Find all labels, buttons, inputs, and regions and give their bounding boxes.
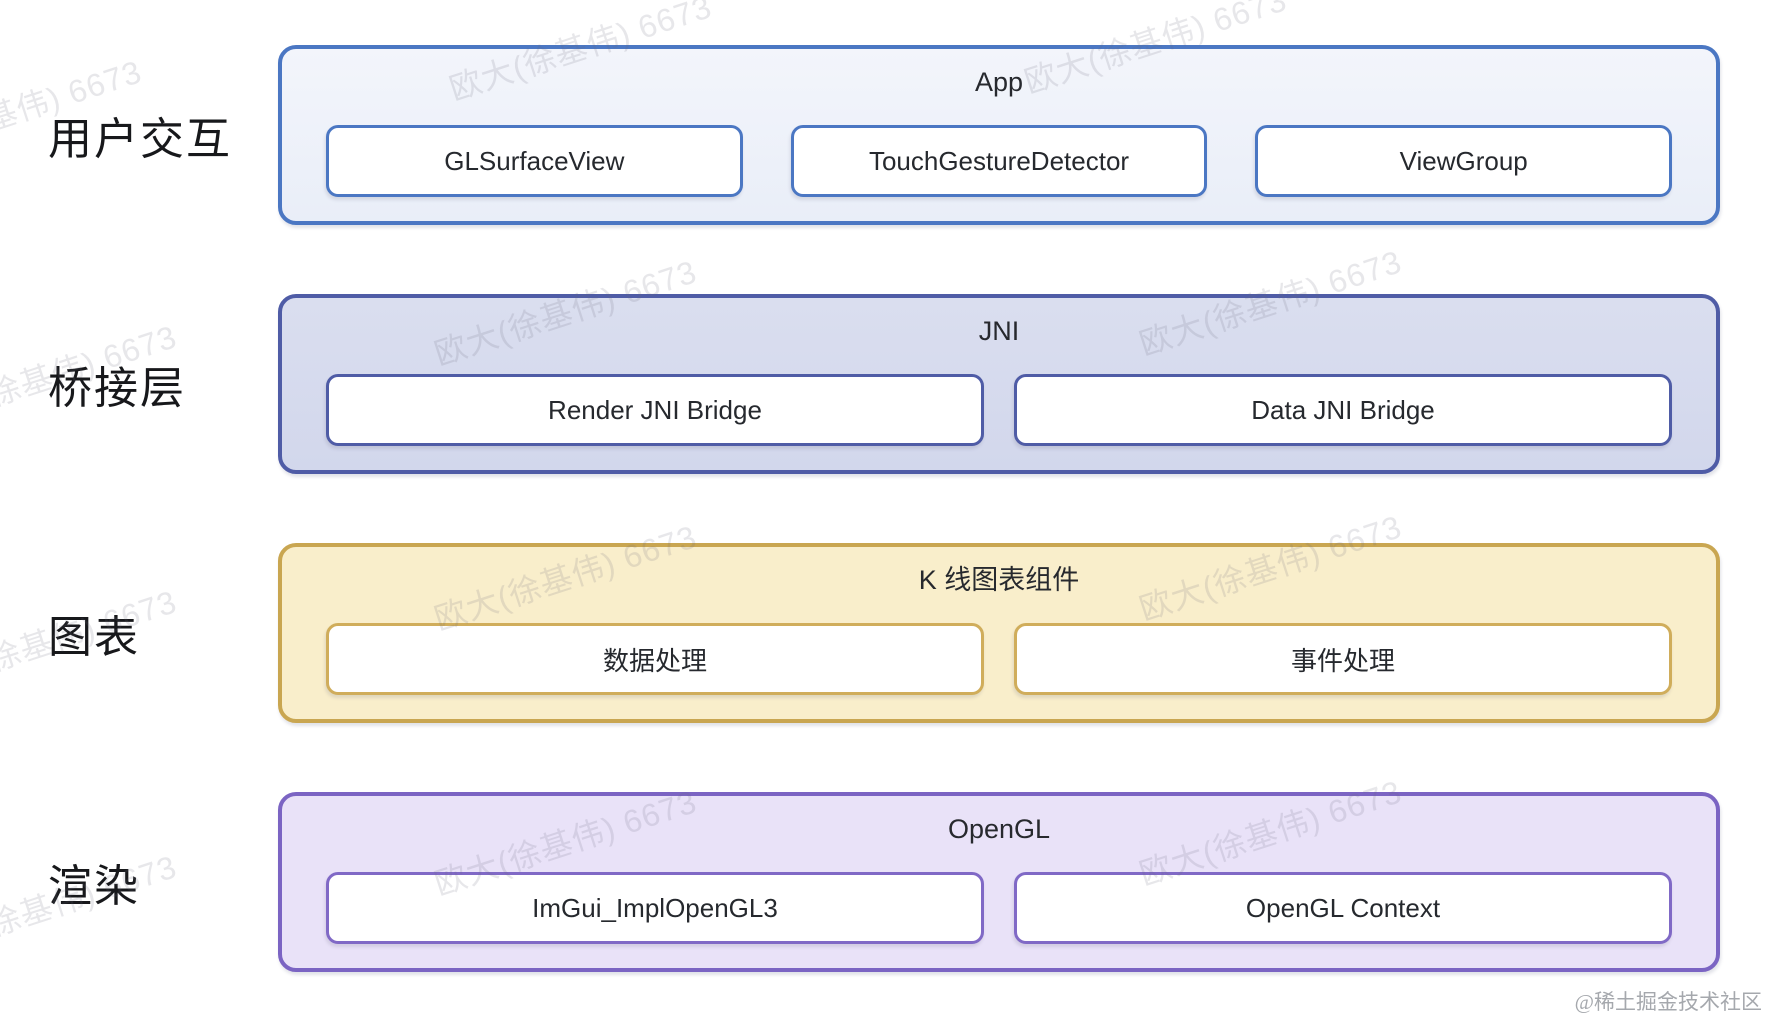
- node-data-processing: 数据处理: [326, 623, 984, 695]
- layer-row-chart: 图表 K 线图表组件 数据处理 事件处理: [0, 543, 1720, 723]
- layer-container-kline: K 线图表组件 数据处理 事件处理: [278, 543, 1720, 723]
- layer-boxes-kline: 数据处理 事件处理: [326, 623, 1672, 695]
- architecture-diagram: 用户交互 App GLSurfaceView TouchGestureDetec…: [0, 45, 1720, 972]
- layer-title-kline: K 线图表组件: [918, 565, 1080, 595]
- site-credit: @稀土掘金技术社区: [1574, 990, 1762, 1014]
- node-event-processing: 事件处理: [1014, 623, 1672, 695]
- layer-title-opengl: OpenGL: [947, 814, 1051, 844]
- layer-row-user-interaction: 用户交互 App GLSurfaceView TouchGestureDetec…: [0, 45, 1720, 225]
- layer-container-opengl: OpenGL ImGui_ImplOpenGL3 OpenGL Context: [278, 792, 1720, 972]
- side-label-bridge: 桥接层: [48, 364, 186, 413]
- side-label-user-interaction: 用户交互: [48, 115, 232, 164]
- layer-title-jni: JNI: [978, 316, 1020, 346]
- layer-boxes-jni: Render JNI Bridge Data JNI Bridge: [326, 374, 1672, 446]
- layer-boxes-app: GLSurfaceView TouchGestureDetector ViewG…: [326, 125, 1673, 197]
- node-data-jni-bridge: Data JNI Bridge: [1014, 374, 1672, 446]
- side-label-render: 渲染: [48, 862, 140, 911]
- layer-container-jni: JNI Render JNI Bridge Data JNI Bridge: [278, 294, 1720, 474]
- node-viewgroup: ViewGroup: [1255, 125, 1673, 197]
- side-label-chart: 图表: [48, 613, 140, 662]
- node-opengl-context: OpenGL Context: [1014, 872, 1672, 944]
- layer-container-app: App GLSurfaceView TouchGestureDetector V…: [278, 45, 1720, 225]
- node-imgui-implopengl3: ImGui_ImplOpenGL3: [326, 872, 984, 944]
- node-touchgesturedetector: TouchGestureDetector: [790, 125, 1208, 197]
- layer-title-app: App: [974, 67, 1024, 97]
- layer-boxes-opengl: ImGui_ImplOpenGL3 OpenGL Context: [326, 872, 1672, 944]
- layer-row-render: 渲染 OpenGL ImGui_ImplOpenGL3 OpenGL Conte…: [0, 792, 1720, 972]
- layer-row-bridge: 桥接层 JNI Render JNI Bridge Data JNI Bridg…: [0, 294, 1720, 474]
- node-render-jni-bridge: Render JNI Bridge: [326, 374, 984, 446]
- node-glsurfaceview: GLSurfaceView: [326, 125, 743, 197]
